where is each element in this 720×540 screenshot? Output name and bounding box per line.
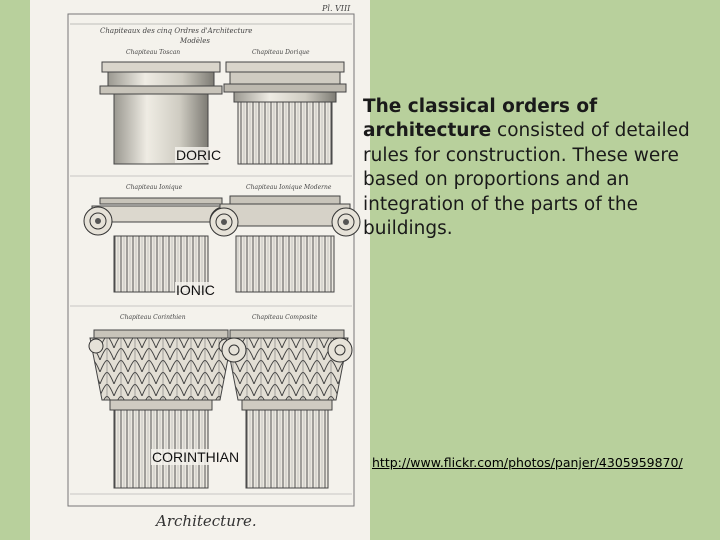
- caption-doric: Chapiteau Dorique: [252, 49, 310, 56]
- source-link[interactable]: http://www.flickr.com/photos/panjer/4305…: [372, 455, 683, 470]
- description-text: The classical orders of architecture con…: [363, 95, 715, 241]
- engraving-illustration: [67, 13, 361, 507]
- description-heading: The classical orders of architecture: [363, 96, 598, 142]
- source-link-container: http://www.flickr.com/photos/panjer/4305…: [372, 455, 717, 470]
- plate-page-number: Pl. VIII: [322, 4, 351, 13]
- plate-header-line2: Modèles: [180, 37, 210, 45]
- caption-composite: Chapiteau Composite: [252, 314, 318, 321]
- architecture-engraving-plate: Pl. VIII Chapiteaux des cinq Ordres d'Ar…: [30, 0, 370, 540]
- caption-ionic: Chapiteau Ionique: [126, 184, 183, 191]
- description-body: consisted of detailed rules for construc…: [363, 120, 690, 240]
- caption-ionic-moderne: Chapiteau Ionique Moderne: [246, 184, 332, 191]
- label-ionic: IONIC: [175, 282, 216, 298]
- caption-corinthian: Chapiteau Corinthien: [120, 314, 186, 321]
- caption-tuscan: Chapiteau Toscan: [126, 49, 181, 56]
- plate-footer-title: Architecture.: [156, 512, 257, 530]
- plate-header-line1: Chapiteaux des cinq Ordres d'Architectur…: [100, 27, 253, 35]
- label-doric: DORIC: [175, 147, 223, 163]
- label-corinthian: CORINTHIAN: [151, 449, 241, 465]
